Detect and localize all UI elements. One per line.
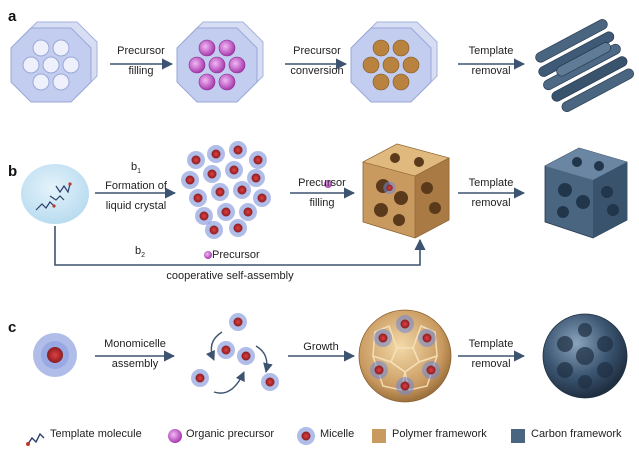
panel-label-c: c (8, 319, 17, 336)
label-b2-precursor: Precursor (212, 249, 260, 261)
label-precursor-filling-a: Precursor filling (117, 45, 165, 77)
legend-polymer-framework: Polymer framework (392, 428, 487, 440)
label-precursor-filling-b: Precursor filling (298, 177, 346, 209)
filled-template (176, 21, 264, 103)
micelle-icon (297, 427, 315, 445)
carbon-framework-sphere (542, 313, 628, 399)
label-template-removal-b: Template removal (468, 177, 514, 209)
legend-micelle: Micelle (320, 428, 355, 440)
polymer-framework-sphere (358, 309, 452, 403)
converted-template (350, 21, 438, 103)
precursor-dot-icon (204, 251, 212, 259)
single-micelle (33, 333, 77, 377)
label-precursor-conversion: Precursor conversion (290, 45, 344, 77)
template-molecule-icon (26, 432, 45, 446)
panel-label-b: b (8, 163, 18, 180)
label-growth: Growth (303, 341, 339, 353)
polymer-framework-cube (362, 143, 450, 239)
liquid-crystal-micelle-array (181, 141, 271, 239)
panel-label-a: a (8, 8, 17, 25)
carbon-framework-cube (544, 147, 628, 239)
organic-precursor-icon (168, 429, 182, 443)
monomicelle-assembly (191, 313, 279, 394)
hexagonal-template (10, 21, 98, 103)
label-b2: b2 (134, 245, 146, 260)
label-monomicelle-assembly: Monomicelle assembly (104, 338, 166, 370)
polymer-framework-swatch (372, 429, 386, 443)
legend-template-molecule: Template molecule (50, 428, 142, 440)
legend-carbon-framework: Carbon framework (531, 428, 622, 440)
legend-organic-precursor: Organic precursor (186, 428, 275, 440)
carbon-framework-swatch (511, 429, 525, 443)
label-template-removal-c: Template removal (468, 338, 514, 370)
precursor-dot-icon-b (324, 180, 332, 188)
label-template-removal-a: Template removal (468, 45, 514, 77)
arrow-b2-cooperative (54, 226, 426, 266)
carbon-rods (535, 19, 634, 113)
template-solution-bubble (21, 164, 89, 224)
label-b1: b1 Formation of liquid crystal (105, 161, 167, 213)
label-cooperative-self-assembly: cooperative self-assembly (166, 270, 294, 282)
